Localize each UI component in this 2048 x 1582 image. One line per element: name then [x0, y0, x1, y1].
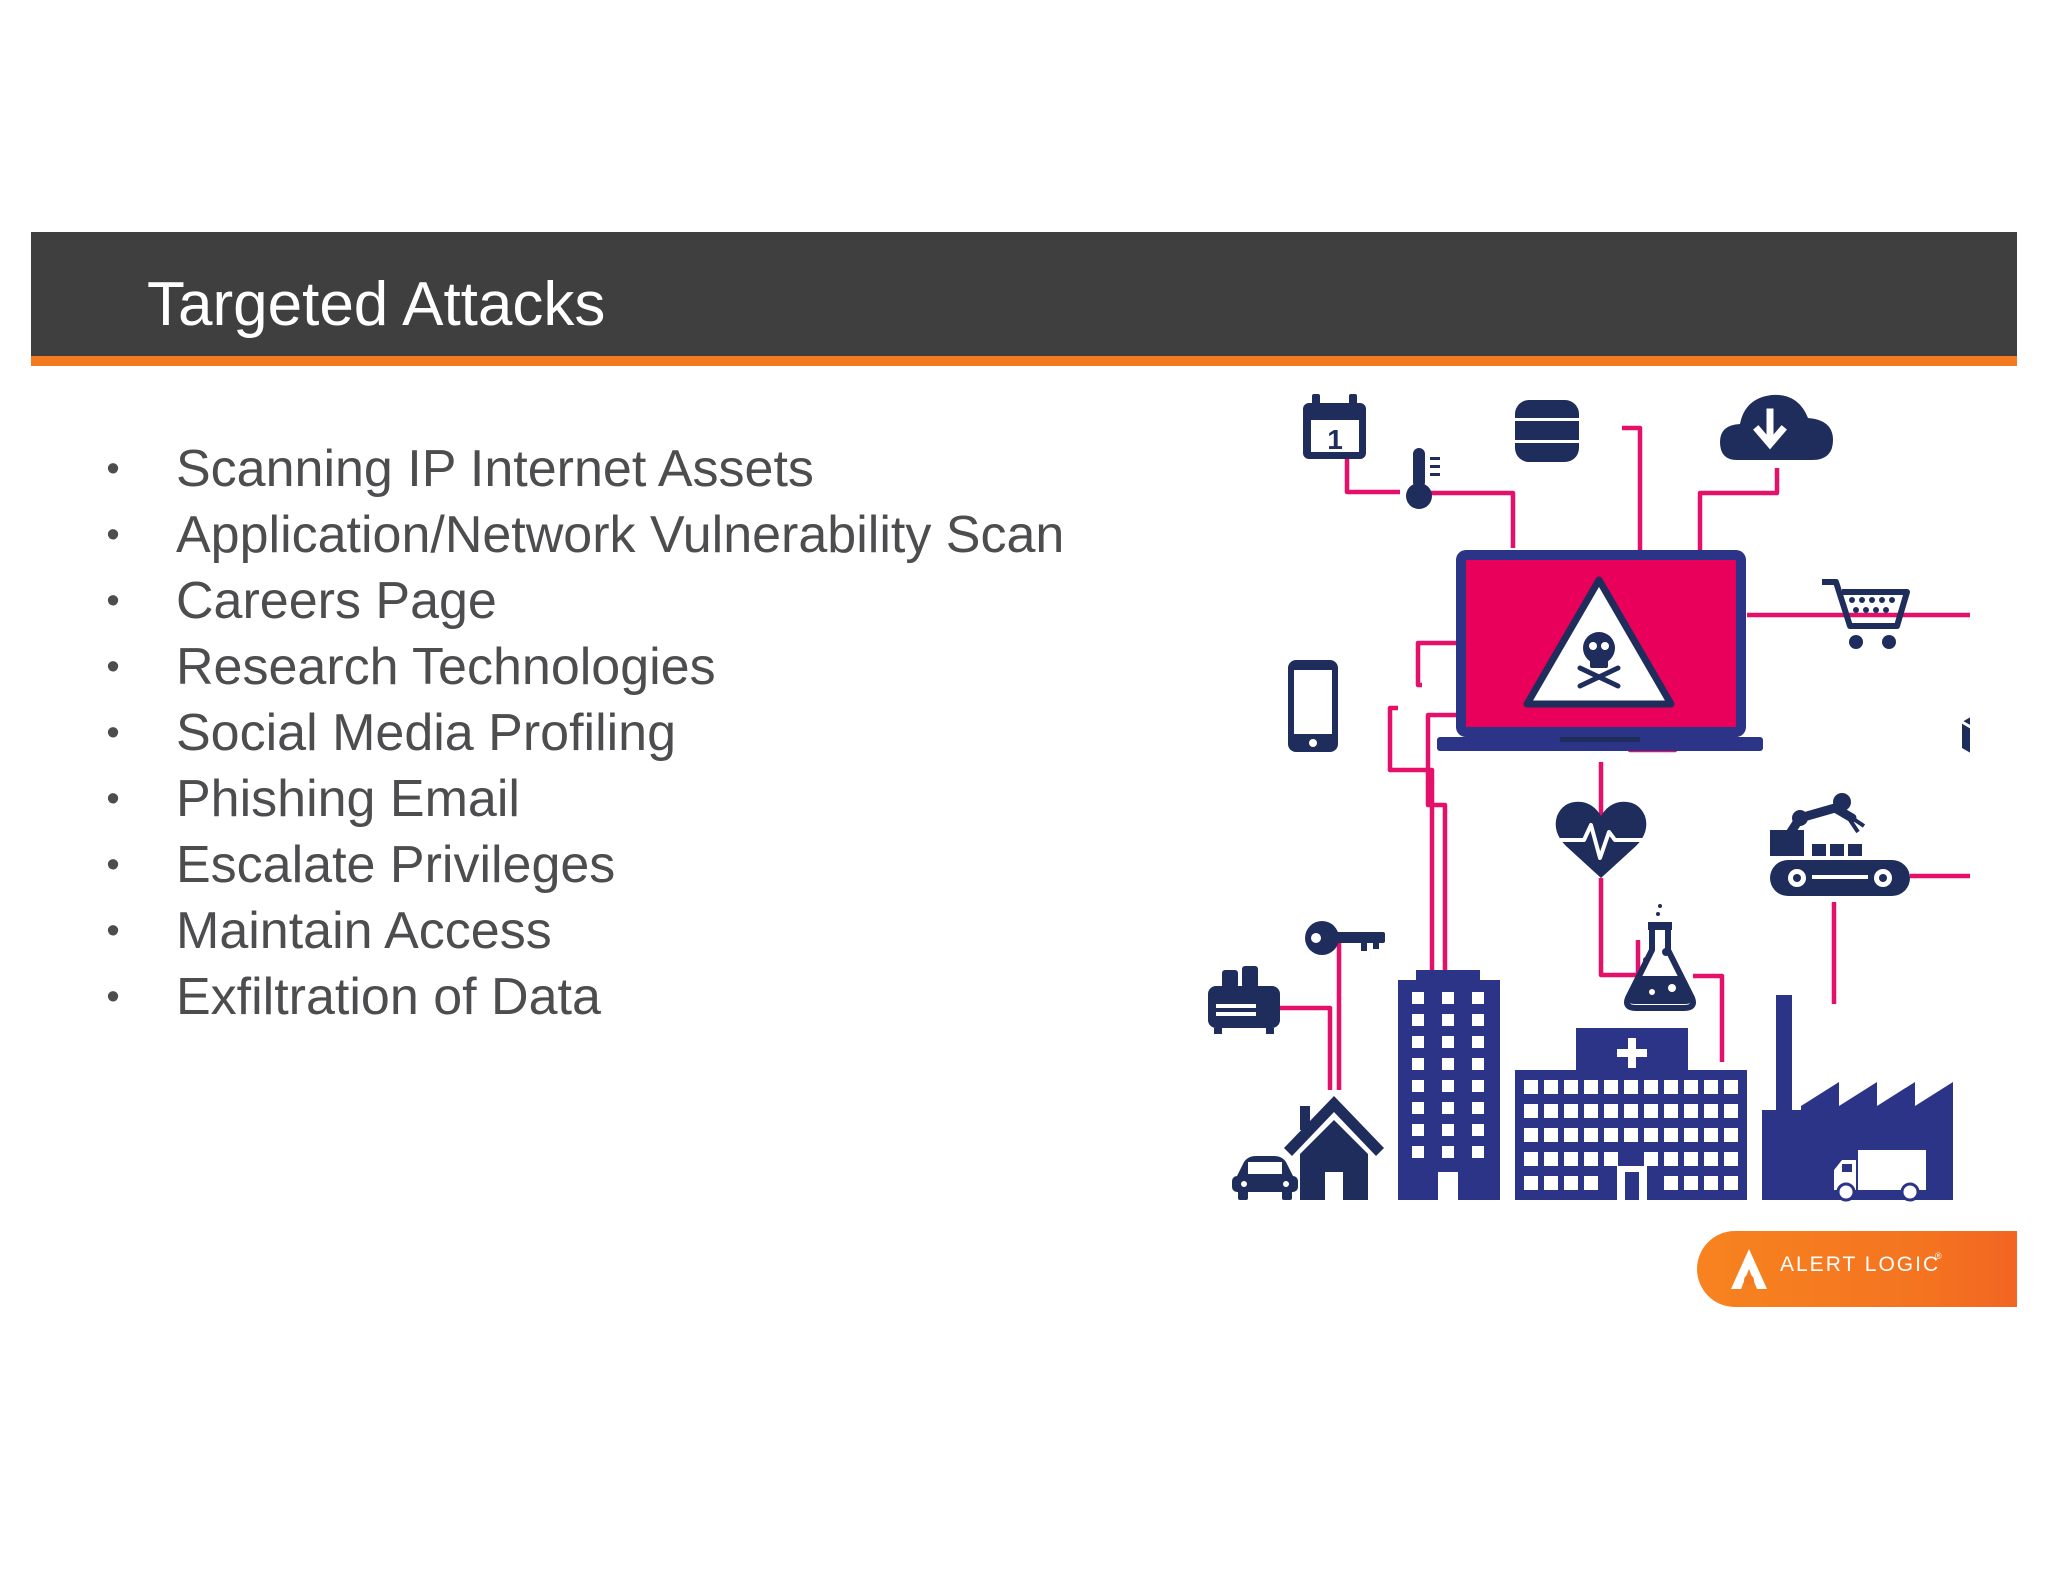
bullet-glyph: •	[106, 712, 120, 754]
bullet-glyph: •	[106, 910, 120, 952]
calendar-icon: 1	[1303, 394, 1366, 459]
toaster-icon	[1208, 966, 1280, 1034]
cube-icon	[1961, 717, 1970, 753]
bullet-glyph: •	[106, 514, 120, 556]
list-item: • Phishing Email	[98, 766, 1198, 832]
key-icon	[1305, 921, 1385, 955]
list-item: • Escalate Privileges	[98, 832, 1198, 898]
list-item-text: Escalate Privileges	[176, 836, 616, 894]
warning-skull-icon	[1523, 576, 1675, 708]
list-item-text: Phishing Email	[176, 770, 520, 828]
list-item: • Careers Page	[98, 568, 1198, 634]
slide-title: Targeted Attacks	[147, 270, 606, 339]
list-item: • Research Technologies	[98, 634, 1198, 700]
hospital-icon	[1515, 1028, 1747, 1200]
list-item-text: Scanning IP Internet Assets	[176, 440, 814, 498]
list-item-text: Exfiltration of Data	[176, 968, 601, 1026]
bullet-glyph: •	[106, 646, 120, 688]
shopping-cart-icon	[1822, 579, 1910, 649]
cloud-download-icon	[1720, 394, 1833, 460]
calendar-day: 1	[1327, 424, 1343, 455]
list-item-text: Maintain Access	[176, 902, 552, 960]
list-item: • Maintain Access	[98, 898, 1198, 964]
thermometer-icon	[1406, 448, 1440, 509]
title-bar	[31, 232, 2017, 356]
alert-logic-mark-icon	[1731, 1249, 1767, 1289]
robot-arm-conveyor-icon	[1770, 793, 1910, 896]
list-item: • Exfiltration of Data	[98, 964, 1198, 1030]
logo-text: ALERT LOGIC	[1780, 1253, 1941, 1276]
bullet-glyph: •	[106, 580, 120, 622]
car-icon	[1232, 1156, 1298, 1200]
bullet-glyph: •	[106, 778, 120, 820]
bullet-list: • Scanning IP Internet Assets • Applicatio…	[98, 436, 1198, 1030]
bullet-glyph: •	[106, 448, 120, 490]
flask-icon	[1624, 904, 1696, 1011]
title-bar-accent-stripe	[31, 356, 2017, 366]
list-item: • Social Media Profiling	[98, 700, 1198, 766]
database-icon	[1515, 400, 1579, 462]
list-item-text: Application/Network Vulnerability Scan	[176, 506, 1065, 564]
registered-mark: ®	[1935, 1251, 1942, 1261]
list-item-text: Research Technologies	[176, 638, 716, 696]
list-item-text: Social Media Profiling	[176, 704, 677, 762]
heart-pulse-icon	[1555, 801, 1647, 878]
truck-icon	[1834, 1150, 1926, 1202]
office-building-icon	[1398, 970, 1500, 1200]
iot-attack-illustration: 1	[1208, 394, 1970, 1202]
smartphone-icon	[1288, 660, 1338, 752]
list-item: • Scanning IP Internet Assets	[98, 436, 1198, 502]
list-item-text: Careers Page	[176, 572, 497, 630]
connection-wires	[1280, 425, 1970, 1090]
house-icon	[1284, 1096, 1384, 1200]
alert-logic-logo: ALERT LOGIC ®	[1697, 1231, 2017, 1307]
bullet-glyph: •	[106, 844, 120, 886]
list-item: • Application/Network Vulnerability Scan	[98, 502, 1198, 568]
bullet-glyph: •	[106, 976, 120, 1018]
